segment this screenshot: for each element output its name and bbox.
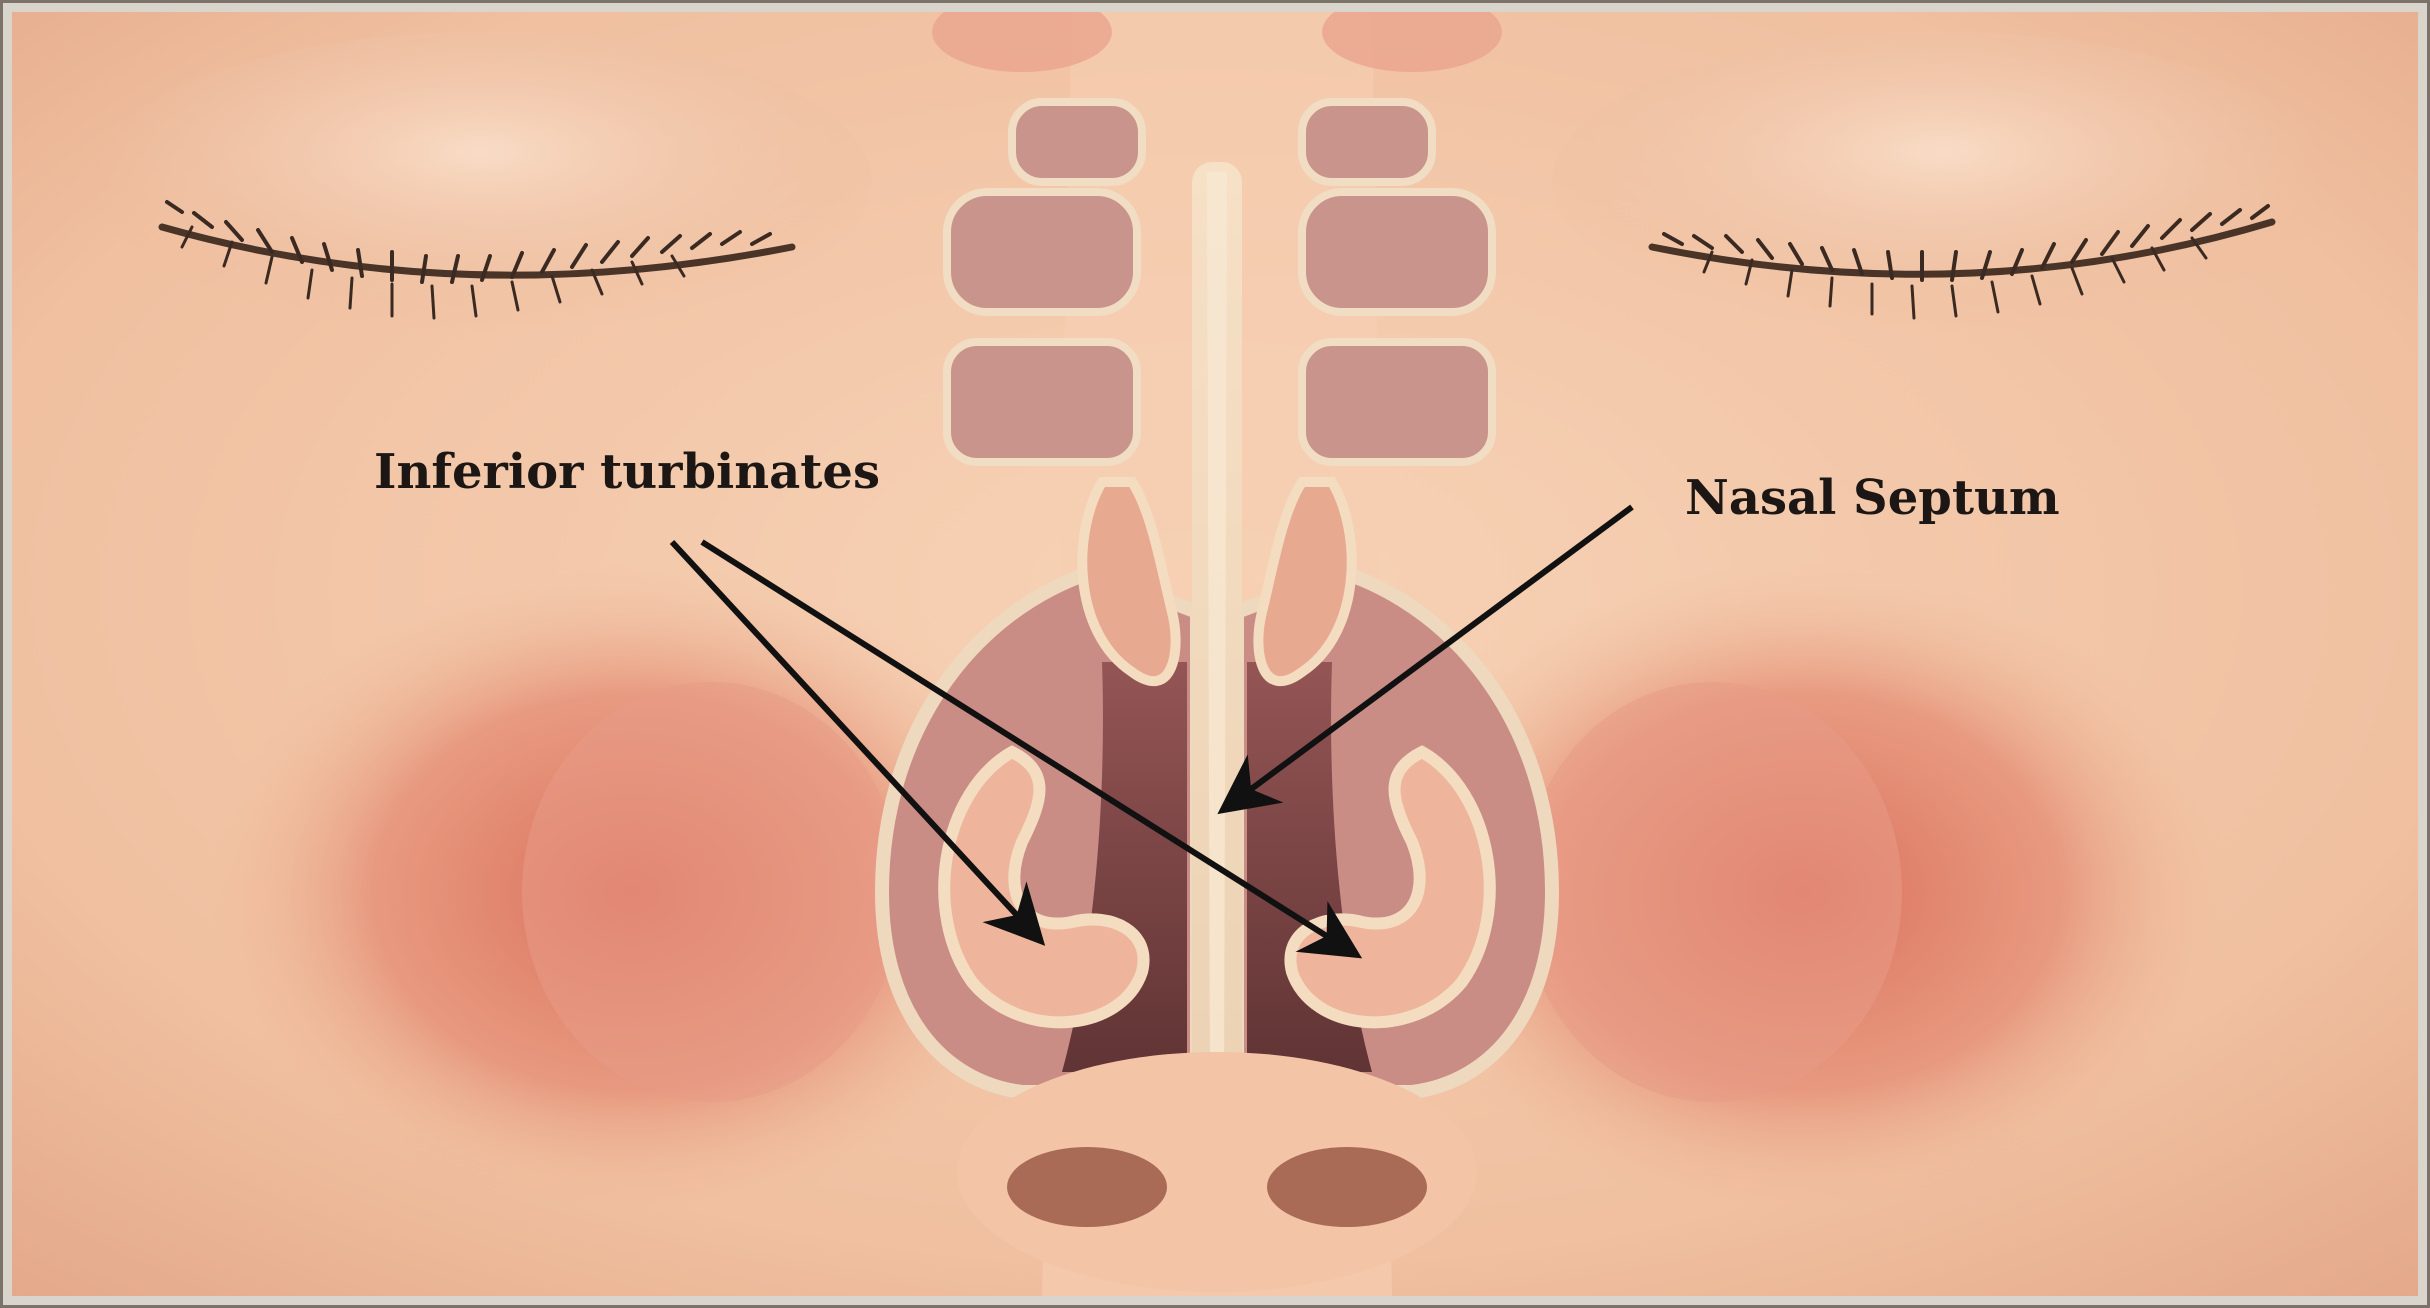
septum-highlight [1207, 172, 1227, 1092]
right-nostril [1267, 1147, 1427, 1227]
left-eyelid [92, 32, 872, 332]
left-sinus-inner [522, 682, 902, 1102]
right-eyelid [1552, 32, 2332, 332]
nasal-anatomy-illustration [12, 12, 2418, 1296]
inferior-turbinates-label: Inferior turbinates [374, 448, 880, 496]
left-nostril [1007, 1147, 1167, 1227]
nasal-septum-label: Nasal Septum [1685, 474, 2060, 522]
right-sinus-inner [1522, 682, 1902, 1102]
